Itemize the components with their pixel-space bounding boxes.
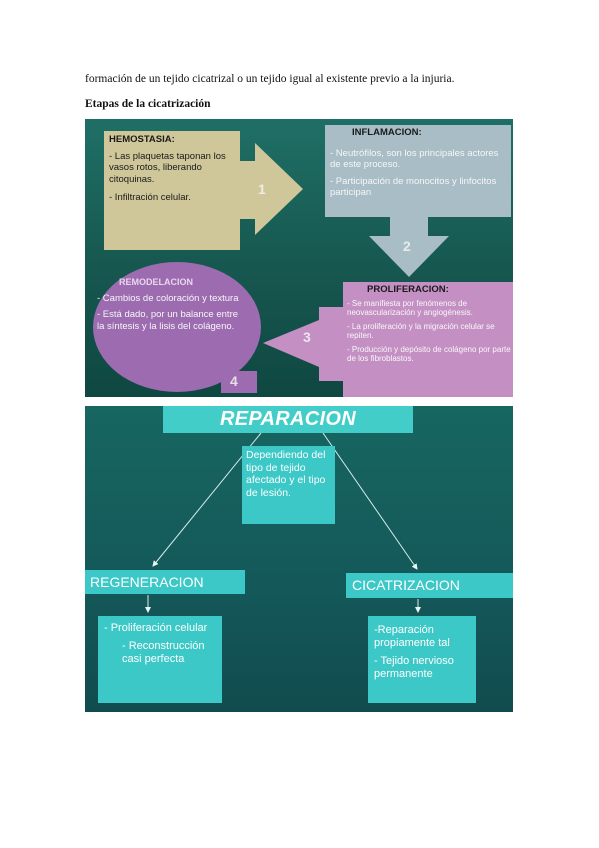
- stage-number-1: 1: [258, 181, 266, 197]
- cicatrizacion-item: -Reparación propiamente tal: [374, 624, 450, 649]
- depends-box: Dependiendo del tipo de tejido afectado …: [242, 446, 335, 524]
- proliferacion-item: - Producción y depósito de colágeno por …: [347, 344, 511, 364]
- section-heading: Etapas de la cicatrización: [85, 98, 211, 110]
- inflamacion-box: [325, 125, 511, 217]
- remodelacion-oval: [93, 262, 261, 392]
- inflamacion-item: - Participación de monocitos y linfocito…: [330, 175, 497, 199]
- remodelacion-content: REMODELACION - Cambios de coloración y t…: [97, 277, 247, 332]
- hemostasia-content: HEMOSTASIA: - Las plaquetas taponan los …: [109, 134, 237, 204]
- proliferacion-item: - Se manifiesta por fenómenos de neovasc…: [347, 298, 473, 318]
- proliferacion-box: [343, 282, 513, 397]
- hemostasia-title: HEMOSTASIA:: [109, 134, 175, 145]
- stages-slide: HEMOSTASIA: - Las plaquetas taponan los …: [85, 119, 513, 397]
- regeneracion-item: - Proliferación celular: [104, 622, 208, 634]
- arrow-right-shape: [240, 143, 303, 235]
- hemostasia-box: [104, 131, 240, 250]
- regeneracion-item: - Reconstrucción casi perfecta: [122, 640, 205, 665]
- stage-number-4: 4: [230, 373, 238, 389]
- hemostasia-item: - Infiltración celular.: [109, 192, 191, 203]
- remodelacion-item: - Está dado, por un balance entre la sín…: [97, 309, 239, 332]
- cicatrizacion-title: CICATRIZACION: [346, 573, 513, 598]
- inflamacion-item: - Neutrófilos, son los principales actor…: [330, 147, 499, 171]
- regeneracion-title: REGENERACION: [85, 570, 245, 594]
- hemostasia-item: - Las plaquetas taponan los vasos rotos,…: [109, 150, 226, 185]
- intro-text: formación de un tejido cicatrizal o un t…: [85, 73, 455, 85]
- regeneracion-box: - Proliferación celular - Reconstrucción…: [98, 616, 222, 703]
- cicatrizacion-item: - Tejido nervioso permanente: [374, 655, 454, 680]
- remodelacion-item: - Cambios de coloración y textura: [97, 292, 239, 304]
- proliferacion-content: PROLIFERACION: - Se manifiesta por fenóm…: [347, 285, 511, 364]
- reparacion-title: REPARACION: [163, 406, 413, 433]
- connector-line: [322, 432, 418, 570]
- proliferacion-title: PROLIFERACION:: [367, 284, 449, 295]
- stage-number-3: 3: [303, 329, 311, 345]
- proliferacion-item: - La proliferación y la migración celula…: [347, 321, 495, 341]
- arrow-down-shape: [369, 217, 449, 277]
- stages-shapes: [93, 125, 513, 397]
- cicatrizacion-box: -Reparación propiamente tal - Tejido ner…: [368, 616, 476, 703]
- stage-number-2: 2: [403, 238, 411, 254]
- inflamacion-content: INFLAMACION: - Neutrófilos, son los prin…: [330, 127, 508, 199]
- remodelacion-title: REMODELACION: [119, 277, 193, 287]
- remodelacion-tab: [221, 371, 257, 393]
- inflamacion-title: INFLAMACION:: [352, 127, 422, 138]
- repair-slide: REPARACION Dependiendo del tipo de tejid…: [85, 406, 513, 712]
- arrow-left-shape: [263, 307, 343, 381]
